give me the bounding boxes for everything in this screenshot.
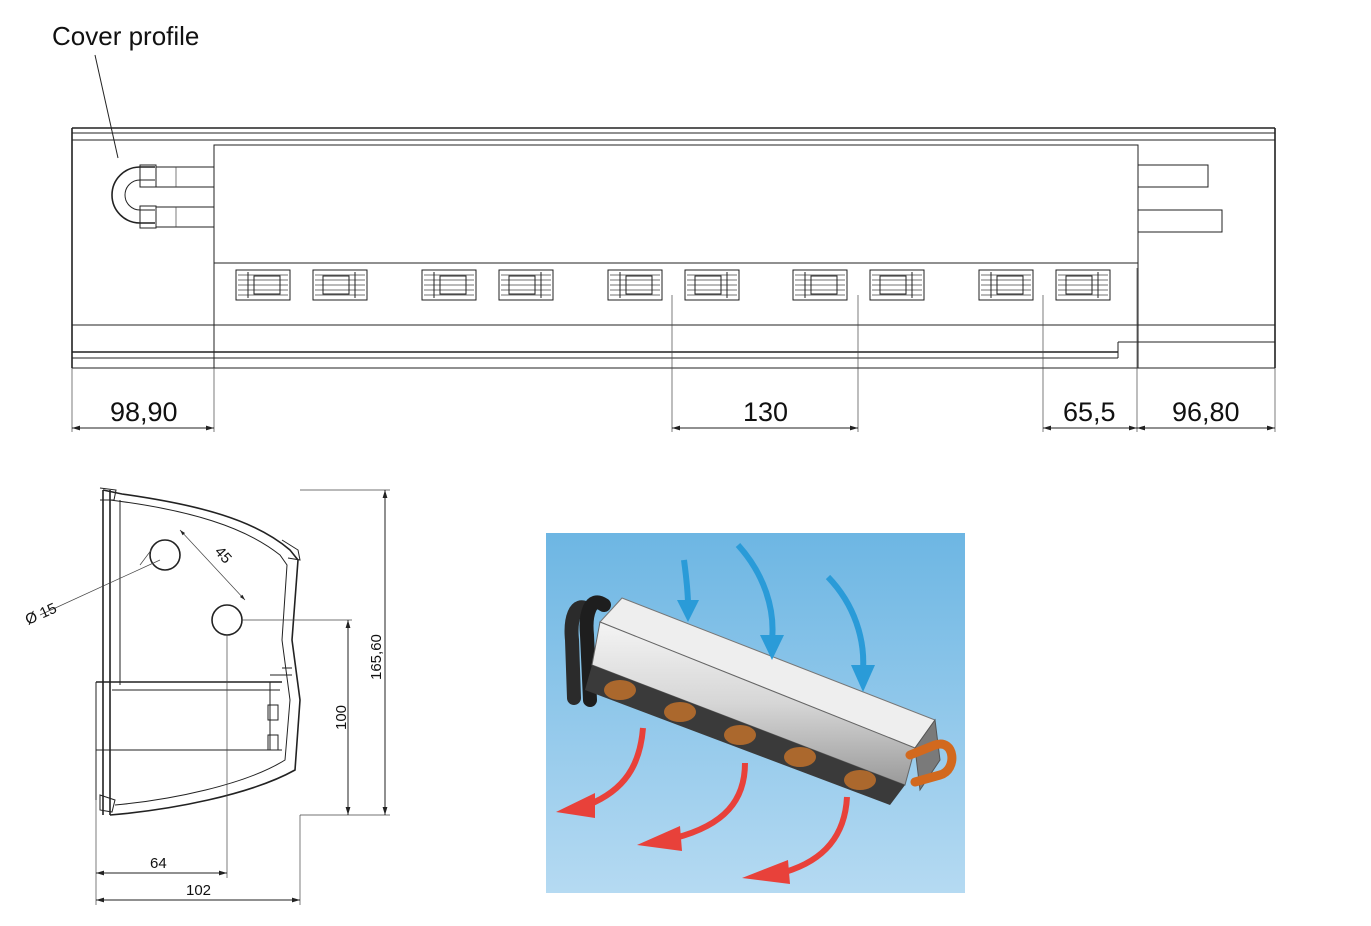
cover-profile-leader	[94, 54, 119, 159]
fan-blower	[421, 269, 477, 301]
inflow-arrows	[677, 542, 875, 692]
dim-tube-diameter: Ø 15	[23, 600, 60, 629]
right-pipe-stubs	[1137, 164, 1223, 233]
fan-pair	[607, 269, 740, 301]
dim-total-height: 165,60	[368, 634, 385, 680]
dim-total-depth: 102	[186, 882, 211, 899]
dim-tube-offset: 64	[150, 855, 167, 872]
copper-u-bend	[905, 739, 957, 787]
fan-blower	[869, 269, 925, 301]
dim-half-pitch: 65,5	[1063, 397, 1116, 427]
dim-tube-spacing: 45	[211, 543, 235, 567]
fan-blower	[978, 269, 1034, 301]
upper-tube	[149, 539, 181, 571]
airflow-render	[546, 533, 965, 893]
dim-fan-pitch: 130	[743, 397, 788, 427]
section-view: Ø 15 45 100 165,60 64 102	[23, 487, 390, 905]
fan-pair	[792, 269, 925, 301]
fan-blower	[498, 269, 554, 301]
lower-tube	[211, 604, 243, 636]
top-view: 98,90 130 65,5 96,80	[71, 127, 1276, 432]
dim-lower-height: 100	[333, 705, 350, 730]
fan-blower	[792, 269, 848, 301]
fan-row	[235, 269, 1111, 301]
left-u-bend-pipes	[111, 164, 215, 229]
fan-blower	[235, 269, 291, 301]
fan-pair	[978, 269, 1111, 301]
fan-blower	[684, 269, 740, 301]
dim-right-end: 96,80	[1172, 397, 1240, 427]
fan-pair	[421, 269, 554, 301]
render-fans	[604, 680, 876, 790]
fan-pair	[235, 269, 368, 301]
fan-blower	[1055, 269, 1111, 301]
outflow-arrows	[556, 727, 850, 884]
dim-left-end: 98,90	[110, 397, 178, 427]
fan-blower	[312, 269, 368, 301]
cover-profile-label: Cover profile	[52, 21, 199, 51]
fan-blower	[607, 269, 663, 301]
